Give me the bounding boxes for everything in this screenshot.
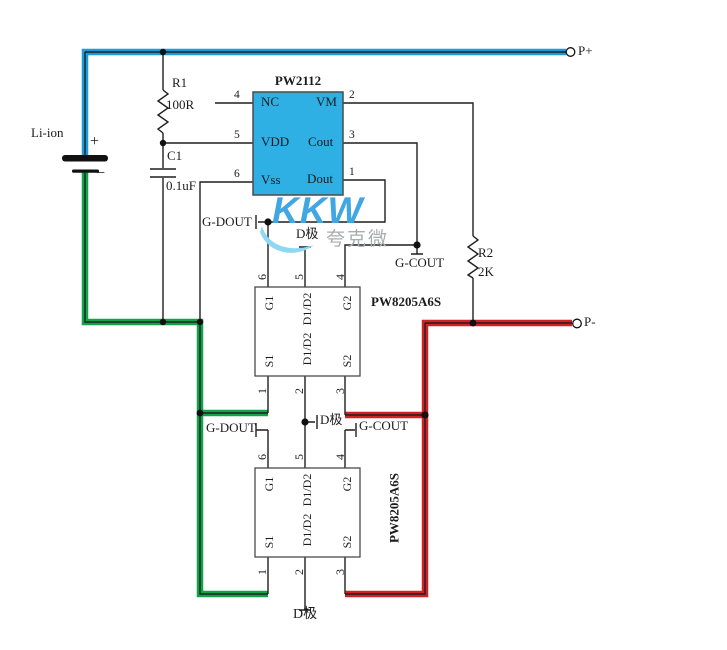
mosfet-1-pin-label-d1d2-bottom: D1/D2 bbox=[300, 332, 314, 366]
net-label-d-pole-top: D极 bbox=[296, 226, 319, 241]
battery-positive-plate bbox=[62, 155, 108, 162]
mosfet-1-pin-num-1: 1 bbox=[255, 388, 269, 394]
mosfet-1-pin-num-2: 2 bbox=[292, 388, 306, 394]
ic-pin-num-1: 1 bbox=[349, 166, 355, 178]
mosfet-block-1-body bbox=[254, 286, 361, 377]
ic-pin-name-vss: Vss bbox=[261, 172, 281, 187]
mosfet-2-pin-label-s1: S1 bbox=[262, 535, 276, 549]
mosfet-1-pin-num-6: 6 bbox=[255, 274, 269, 280]
terminal-p-minus-circle bbox=[572, 318, 582, 329]
mosfet-2-pin-label-d1d2-top: D1/D2 bbox=[300, 473, 314, 507]
watermark-company: 夸克微 bbox=[326, 228, 390, 250]
junction-dots bbox=[159, 48, 477, 426]
mosfet-1-pin-num-5: 5 bbox=[292, 274, 306, 280]
ic-pin-num-2: 2 bbox=[349, 89, 355, 101]
mosfet-2-pin-label-d1d2-bottom: D1/D2 bbox=[300, 513, 314, 547]
mosfet-1-pin-label-g2: G2 bbox=[340, 295, 354, 311]
ic-pin-name-nc: NC bbox=[261, 94, 280, 109]
resistor-r2-ref: R2 bbox=[478, 245, 494, 260]
ic-pw2112-body bbox=[252, 91, 344, 196]
mosfet-2-pin-num-1: 1 bbox=[255, 569, 269, 575]
watermark-swoosh bbox=[260, 226, 314, 253]
mosfet-block-2-body bbox=[254, 467, 361, 558]
ic-pin-name-dout: Dout bbox=[307, 171, 333, 186]
capacitor-c1-ref: C1 bbox=[167, 148, 183, 163]
mosfet-2-pin-num-4: 4 bbox=[333, 454, 347, 460]
terminal-p-plus-circle bbox=[565, 47, 576, 57]
ic-pin-num-5: 5 bbox=[234, 129, 240, 141]
capacitor-c1-value: 0.1uF bbox=[166, 178, 196, 193]
mosfet-2-pin-label-s2: S2 bbox=[340, 535, 354, 549]
mosfet-2-pin-label-g2: G2 bbox=[340, 476, 354, 492]
net-label-g-cout-bottom: G-COUT bbox=[359, 418, 409, 433]
battery-negative-plate bbox=[72, 169, 99, 173]
mosfet-1-pin-label-g1: G1 bbox=[262, 295, 276, 311]
net-label-g-dout-bottom: G-DOUT bbox=[206, 420, 256, 435]
mosfet-2-pin-num-3: 3 bbox=[333, 569, 347, 575]
resistor-r1-value: 100R bbox=[166, 97, 195, 112]
mosfet-1-name: PW8205A6S bbox=[371, 294, 442, 309]
ic-pin-name-cout: Cout bbox=[308, 134, 334, 149]
ic-pin-num-6: 6 bbox=[234, 168, 240, 180]
net-label-d-pole-bottom: D极 bbox=[293, 607, 318, 622]
mosfet-1-pin-label-s1: S1 bbox=[262, 354, 276, 368]
mosfet-1-pin-num-4: 4 bbox=[333, 274, 347, 280]
watermark-logo: KKW bbox=[272, 190, 364, 231]
battery-plus-sign: + bbox=[90, 133, 100, 150]
terminal-p-plus-label: P+ bbox=[578, 43, 593, 58]
resistor-r2-symbol bbox=[466, 235, 480, 279]
wire-pack-negative bbox=[345, 319, 572, 598]
mosfet-2-pin-label-g1: G1 bbox=[262, 476, 276, 492]
mosfet-2-pin-num-2: 2 bbox=[292, 569, 306, 575]
mosfet-2-pin-num-6: 6 bbox=[255, 454, 269, 460]
mosfet-1-pin-label-s2: S2 bbox=[340, 354, 354, 368]
ic-pw2112-title: PW2112 bbox=[274, 73, 322, 88]
resistor-r1-ref: R1 bbox=[172, 75, 188, 90]
ic-pin-name-vm: VM bbox=[316, 94, 337, 109]
mosfet-1-pin-num-3: 3 bbox=[333, 388, 347, 394]
resistor-r2-value: 2K bbox=[478, 264, 494, 279]
ic-pin-num-3: 3 bbox=[349, 129, 355, 141]
net-label-d-pole-mid: D极 bbox=[320, 412, 343, 427]
mosfet-1-pin-label-d1d2-top: D1/D2 bbox=[300, 292, 314, 326]
ic-pin-name-vdd: VDD bbox=[261, 134, 290, 149]
battery-label: Li-ion bbox=[31, 125, 64, 140]
resistor-r1-symbol bbox=[156, 89, 170, 134]
ic-pin-num-4: 4 bbox=[234, 89, 240, 101]
battery-minus-sign: − bbox=[96, 165, 106, 182]
net-label-g-cout-top: G-COUT bbox=[395, 255, 445, 270]
mosfet-2-name: PW8205A6S bbox=[386, 472, 402, 544]
net-label-g-dout-top: G-DOUT bbox=[202, 214, 252, 229]
terminal-p-minus-label: P- bbox=[584, 314, 596, 329]
mosfet-2-pin-num-5: 5 bbox=[292, 454, 306, 460]
wire-battery-negative bbox=[81, 172, 268, 598]
